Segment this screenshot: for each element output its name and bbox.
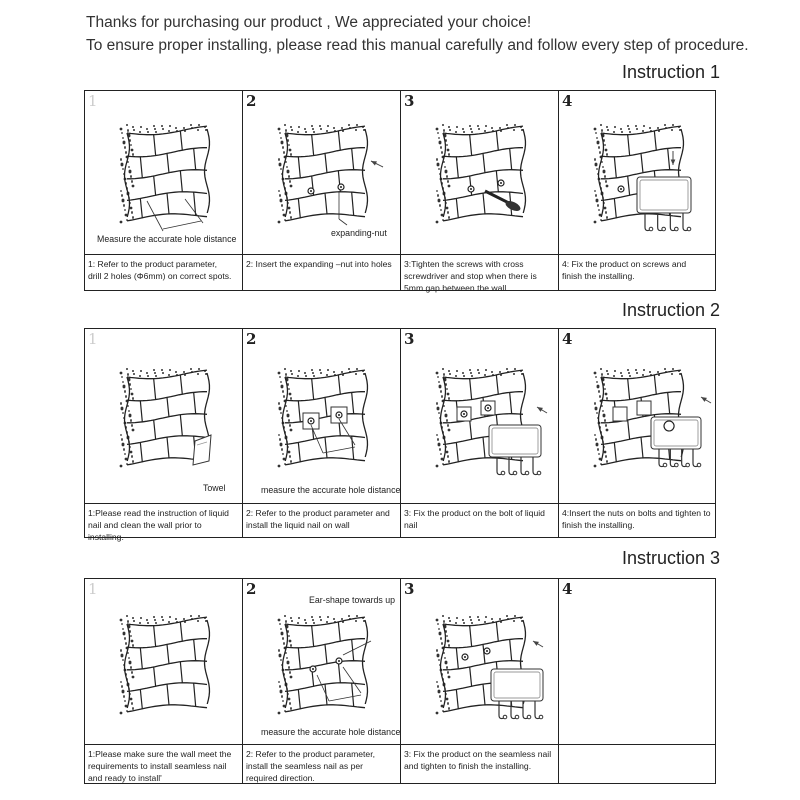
step-number: 1 [88,92,98,110]
step-caption: 3:Tighten the screws with cross screwdri… [401,254,558,293]
step-illustration [119,368,212,468]
step-caption: 1:Please read the instruction of liquid … [85,503,242,542]
brick-wall-drawing [119,615,211,715]
section-title-2: Instruction 2 [621,300,720,320]
section-2-step-2: 2 measure the accurate hole distance 2: Re… [243,329,401,537]
brick-wall-drawing [435,124,527,224]
step-caption: 1: Refer to the product parameter, drill… [85,254,242,290]
step-number: 4 [562,580,573,598]
step-caption: 2: Refer to the product parameter and in… [243,503,400,537]
brick-wall-drawing [119,124,211,224]
brick-wall-drawing [277,615,369,715]
section-3-step-1: 1 1:Please make sure the wall meet the re… [85,579,243,783]
step-caption: 1:Please make sure the wall meet the req… [85,744,242,783]
section-1-step-3: 3 3:Tighten the screws with cross screwdr… [401,91,559,293]
step-illustration [119,615,211,715]
section-title-1: Instruction 1 [621,62,720,82]
step-number: 2 [246,92,257,110]
step-illustration [435,124,527,224]
step-annotation: measure the accurate hole distance [261,727,401,737]
step-caption: 2: Insert the expanding –nut into holes [243,254,400,290]
step-number: 4 [562,330,573,348]
brick-wall-drawing [277,124,369,224]
step-number: 4 [562,92,573,110]
section-2-step-4: 4 4:Insert the nuts on bolts and tighten … [559,329,715,537]
step-number: 3 [404,92,415,110]
towel-rack-drawing [636,176,692,232]
step-annotation: Towel [203,483,226,493]
section-3-step-2: 2 measure the accurate hole distance Ear-s… [243,579,401,783]
brick-wall-drawing [119,368,211,468]
step-illustration [593,368,712,468]
step-caption: 4: Fix the product on screws and finish … [559,254,715,290]
step-illustration [435,368,548,476]
step-caption: 2: Refer to the product parameter, insta… [243,744,400,783]
step-number: 3 [404,580,415,598]
intro-line-2: To ensure proper installing, please read… [86,37,749,54]
step-caption: 3: Fix the product on the bolt of liquid… [401,503,558,537]
instruction-grid-3: 1 1:Please make sure the wall meet the re… [84,578,716,784]
step-illustration [277,368,369,468]
step-illustration [593,124,692,232]
step-annotation: Measure the accurate hole distance [97,234,237,244]
step-illustration [277,124,384,226]
section-1-step-4: 4 4: Fix the product on screws and finish… [559,91,715,290]
step-number: 2 [246,580,257,598]
section-1-step-2: 2 expanding-nut 2: Insert the expanding –n… [243,91,401,290]
step-caption: 4:Insert the nuts on bolts and tighten t… [559,503,715,537]
intro-line-1: Thanks for purchasing our product , We a… [86,14,532,31]
step-illustration [277,615,372,715]
section-title-3: Instruction 3 [621,548,720,568]
section-3-step-4: 4 [559,579,715,783]
step-number: 3 [404,330,415,348]
step-annotation: expanding-nut [331,228,387,238]
step-number: 2 [246,330,257,348]
step-annotation-secondary: Ear-shape towards up [309,595,396,605]
step-annotation: measure the accurate hole distance [261,485,401,495]
section-3-step-3: 3 3: Fix the product on the seamless nail… [401,579,559,783]
towel-rack-drawing [650,416,702,468]
step-illustration [119,124,211,232]
step-caption: 3: Fix the product on the seamless nail … [401,744,558,783]
step-illustration [435,615,544,720]
step-illustration [559,579,717,744]
step-number: 1 [88,330,98,348]
step-number: 1 [88,580,98,598]
towel-rack-drawing [488,424,542,476]
towel-rack-drawing [490,668,544,720]
brick-wall-drawing [435,615,527,715]
section-2-step-3: 3 3: Fix the product on the bolt of liqui… [401,329,559,537]
brick-wall-drawing [277,368,369,468]
step-caption [559,744,715,783]
